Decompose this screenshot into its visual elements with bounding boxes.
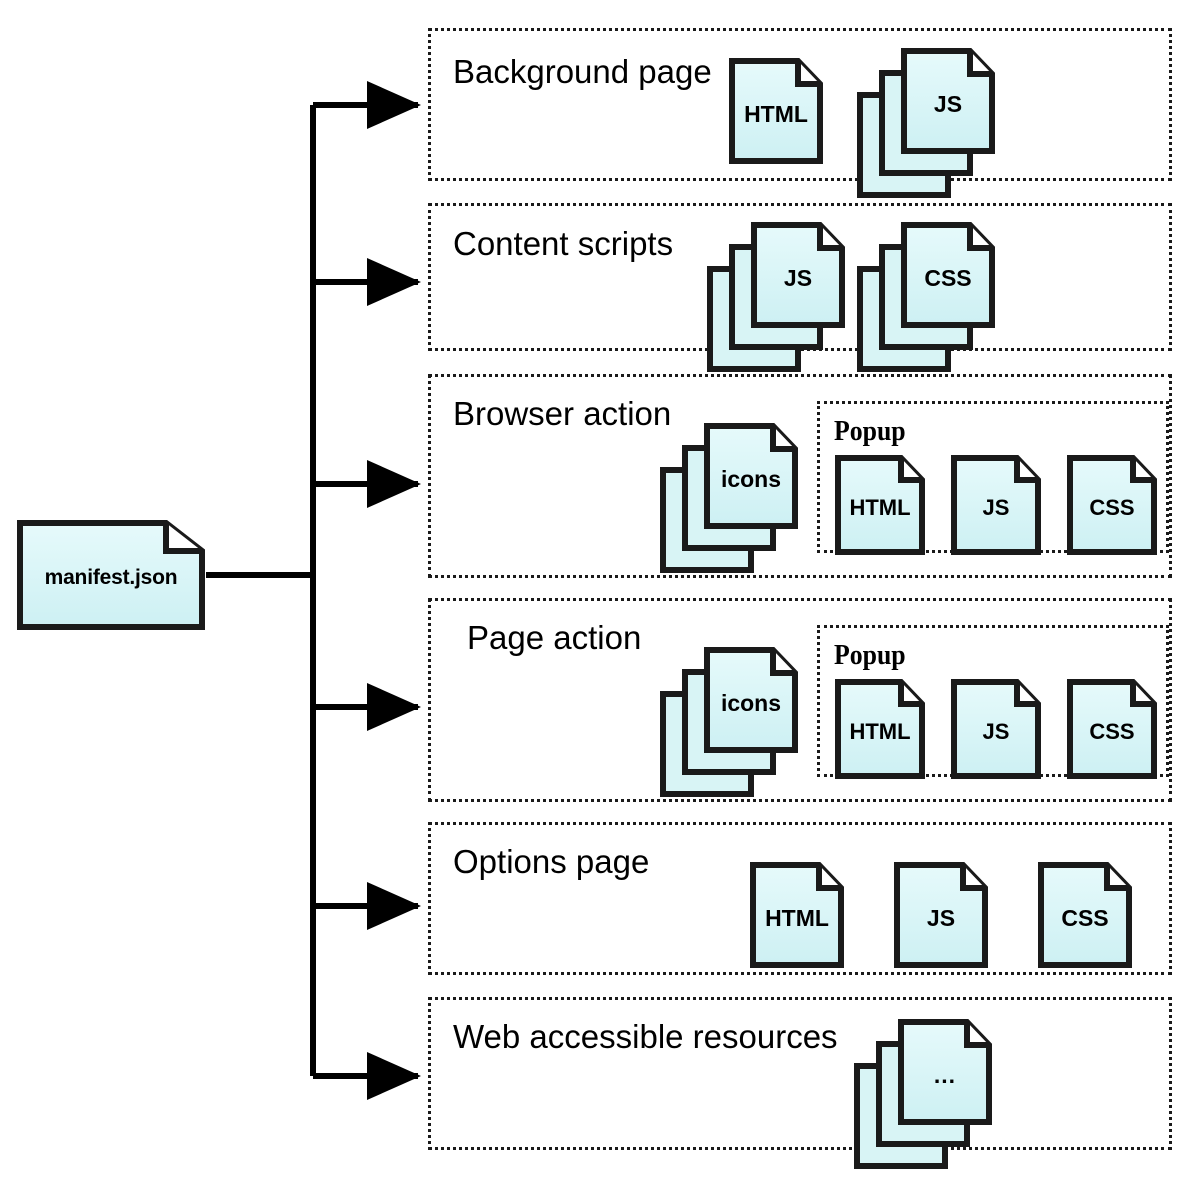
html-file-icon-options-page[interactable]: HTML bbox=[749, 861, 845, 969]
generic-file-stack-icon-web-resources[interactable]: ... bbox=[853, 1018, 1003, 1178]
popup-title-browser-action: Popup bbox=[834, 416, 906, 447]
popup-group-page-action: Popup HTML bbox=[817, 625, 1169, 780]
section-title-page-action: Page action bbox=[467, 619, 642, 656]
html-file-icon-browser-popup[interactable]: HTML bbox=[834, 454, 926, 556]
icons-file-stack-icon-browser-action[interactable]: icons bbox=[659, 422, 799, 574]
css-file-icon-page-popup[interactable]: CSS bbox=[1066, 678, 1158, 780]
js-file-icon-options-page[interactable]: JS bbox=[893, 861, 989, 969]
stack-layer-front: icons bbox=[703, 646, 799, 754]
popup-group-browser-action: Popup HTML bbox=[817, 401, 1169, 556]
section-browser-action: Browser action ico bbox=[428, 374, 1172, 578]
section-web-accessible-resources: Web accessible resources bbox=[428, 997, 1172, 1169]
stack-layer-front: icons bbox=[703, 422, 799, 530]
manifest-json-node[interactable]: manifest.json bbox=[16, 519, 206, 631]
js-file-icon-browser-popup[interactable]: JS bbox=[950, 454, 1042, 556]
html-file-icon-background-page[interactable]: HTML bbox=[728, 57, 824, 165]
section-title-web-accessible-resources: Web accessible resources bbox=[453, 1018, 838, 1055]
section-title-options-page: Options page bbox=[453, 843, 650, 880]
icons-file-stack-icon-page-action[interactable]: icons bbox=[659, 646, 799, 798]
html-file-icon-page-popup[interactable]: HTML bbox=[834, 678, 926, 780]
stack-layer-front: CSS bbox=[900, 221, 996, 329]
popup-title-page-action: Popup bbox=[834, 640, 906, 671]
css-file-stack-icon-content-scripts[interactable]: CSS bbox=[856, 221, 996, 372]
js-file-icon-page-popup[interactable]: JS bbox=[950, 678, 1042, 780]
section-page-action: Page action icons bbox=[428, 598, 1172, 802]
js-file-stack-icon-content-scripts[interactable]: JS bbox=[706, 221, 846, 372]
section-content-scripts: Content scripts JS bbox=[428, 203, 1172, 372]
document-icon bbox=[17, 520, 205, 630]
css-file-icon-browser-popup[interactable]: CSS bbox=[1066, 454, 1158, 556]
section-background-page: Background page HTML bbox=[428, 28, 1172, 198]
stack-layer-front: ... bbox=[897, 1018, 993, 1126]
stack-layer-front: JS bbox=[900, 47, 996, 155]
section-title-browser-action: Browser action bbox=[453, 395, 672, 432]
section-title-content-scripts: Content scripts bbox=[453, 225, 674, 262]
js-file-stack-icon-background-page[interactable]: JS bbox=[856, 47, 996, 199]
section-title-background-page: Background page bbox=[453, 53, 712, 90]
section-options-page: Options page HTML JS bbox=[428, 822, 1172, 975]
css-file-icon-options-page[interactable]: CSS bbox=[1037, 861, 1133, 969]
stack-layer-front: JS bbox=[750, 221, 846, 329]
